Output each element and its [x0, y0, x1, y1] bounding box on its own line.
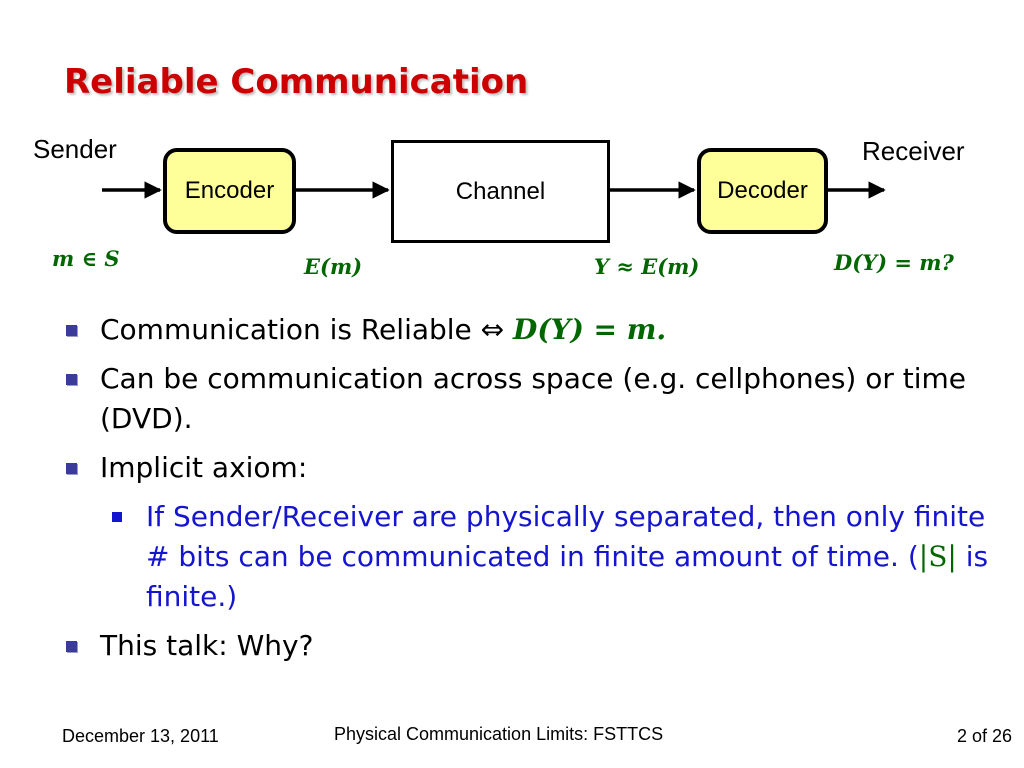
bullet-square-icon: [66, 374, 77, 385]
bullet-text: Implicit axiom:: [100, 451, 308, 484]
math-message-in-set: m ∈ S: [52, 246, 120, 271]
bullet-item-space-time: Can be communication across space (e.g. …: [62, 359, 1002, 439]
encoder-label: Encoder: [184, 177, 275, 204]
footer-talk-title: Physical Communication Limits: FSTTCS: [334, 724, 664, 744]
math-received-signal: Y ≈ E(m): [594, 254, 700, 279]
receiver-label: Receiver: [862, 136, 965, 166]
bullet-text: This talk: Why?: [100, 629, 314, 662]
bullet-square-icon: [66, 325, 77, 336]
channel-label: Channel: [455, 177, 546, 205]
bullet-list: Communication is Reliable ⇔ D(Y) = m. Ca…: [62, 310, 1002, 675]
bullet-square-icon: [112, 512, 122, 522]
footer-date: December 13, 2011: [62, 726, 219, 746]
slide-title: Reliable Communication: [64, 62, 529, 102]
bullet-square-icon: [66, 463, 77, 474]
footer-page-number: 2 of 26: [956, 726, 1012, 746]
bullet-text: Can be communication across space (e.g. …: [100, 362, 967, 435]
sub-bullet-math: |S|: [918, 540, 957, 573]
sub-bullet-tail: is finite.): [146, 540, 989, 613]
decoder-label: Decoder: [717, 177, 808, 204]
diagram-arrows: [102, 181, 886, 199]
bullet-item-axiom: Implicit axiom:: [62, 448, 1002, 488]
bullet-math: D(Y) = m.: [513, 313, 667, 346]
channel-box: Channel: [391, 140, 610, 243]
decoder-box: Decoder: [697, 148, 828, 234]
sender-label: Sender: [33, 134, 117, 164]
sub-bullet-item-finite-bits: If Sender/Receiver are physically separa…: [108, 497, 1002, 617]
math-encoded-message: E(m): [304, 254, 363, 279]
encoder-box: Encoder: [163, 148, 296, 234]
sub-bullet-text: If Sender/Receiver are physically separa…: [146, 500, 986, 573]
bullet-item-reliable: Communication is Reliable ⇔ D(Y) = m.: [62, 310, 1002, 350]
bullet-text: Communication is Reliable ⇔: [100, 313, 514, 346]
bullet-item-this-talk: This talk: Why?: [62, 626, 1002, 666]
bullet-square-icon: [66, 641, 77, 652]
math-decoded-message: D(Y) = m?: [834, 250, 954, 275]
